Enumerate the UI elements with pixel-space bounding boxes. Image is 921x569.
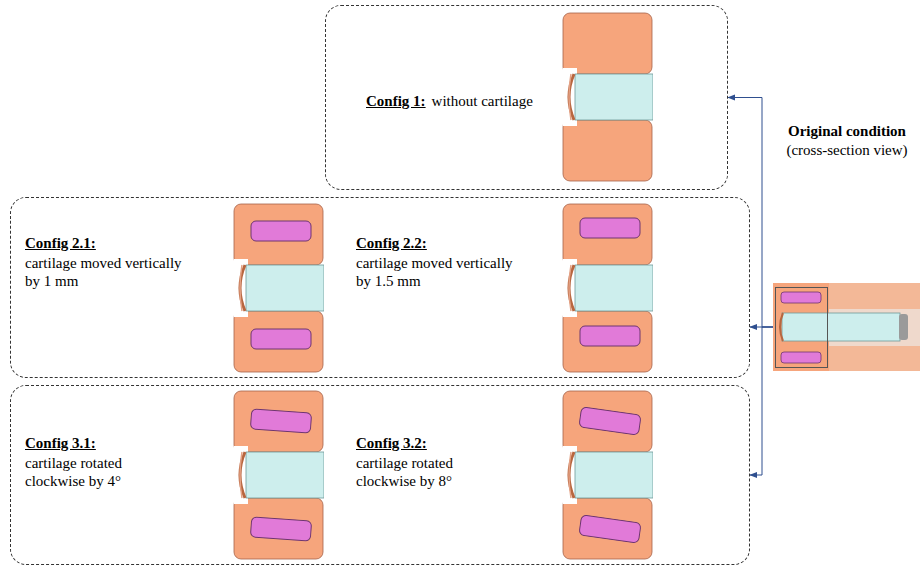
config-heading: Config 3.1:: [25, 434, 96, 452]
connector-arrow: [728, 98, 773, 328]
config-heading: Config 2.2:: [356, 234, 427, 252]
config-3-1-section: [234, 391, 324, 559]
config-heading: Config 3.2:: [356, 434, 427, 452]
config-heading: Config 2.1:: [25, 234, 96, 252]
config-heading: Config 1:: [366, 92, 426, 110]
figure-caption: (cross-section view): [786, 141, 907, 159]
original-condition: Original condition(cross-section view): [773, 120, 921, 372]
config-group: Config 2.1: cartilage moved vertically by…: [10, 197, 750, 378]
config-1-section: [563, 13, 653, 181]
figure-caption: Original condition: [788, 122, 906, 140]
config-2-1-section: [234, 204, 324, 372]
connector-arrow: [750, 327, 773, 475]
config-group: Config 1: without cartilage: [325, 5, 728, 190]
config-description: cartilage moved vertically by 1.5 mm: [356, 254, 528, 290]
config-2-2-section: [563, 204, 653, 372]
config-description: without cartilage: [432, 92, 533, 110]
config-description: cartilage moved vertically by 1 mm: [25, 254, 197, 290]
config-3-2-section: [563, 391, 653, 559]
config-description: cartilage rotated clockwise by 4°: [25, 454, 155, 490]
config-group: Config 3.1: cartilage rotated clockwise b…: [10, 385, 750, 565]
config-description: cartilage rotated clockwise by 8°: [356, 454, 486, 490]
original-section: [773, 283, 920, 371]
